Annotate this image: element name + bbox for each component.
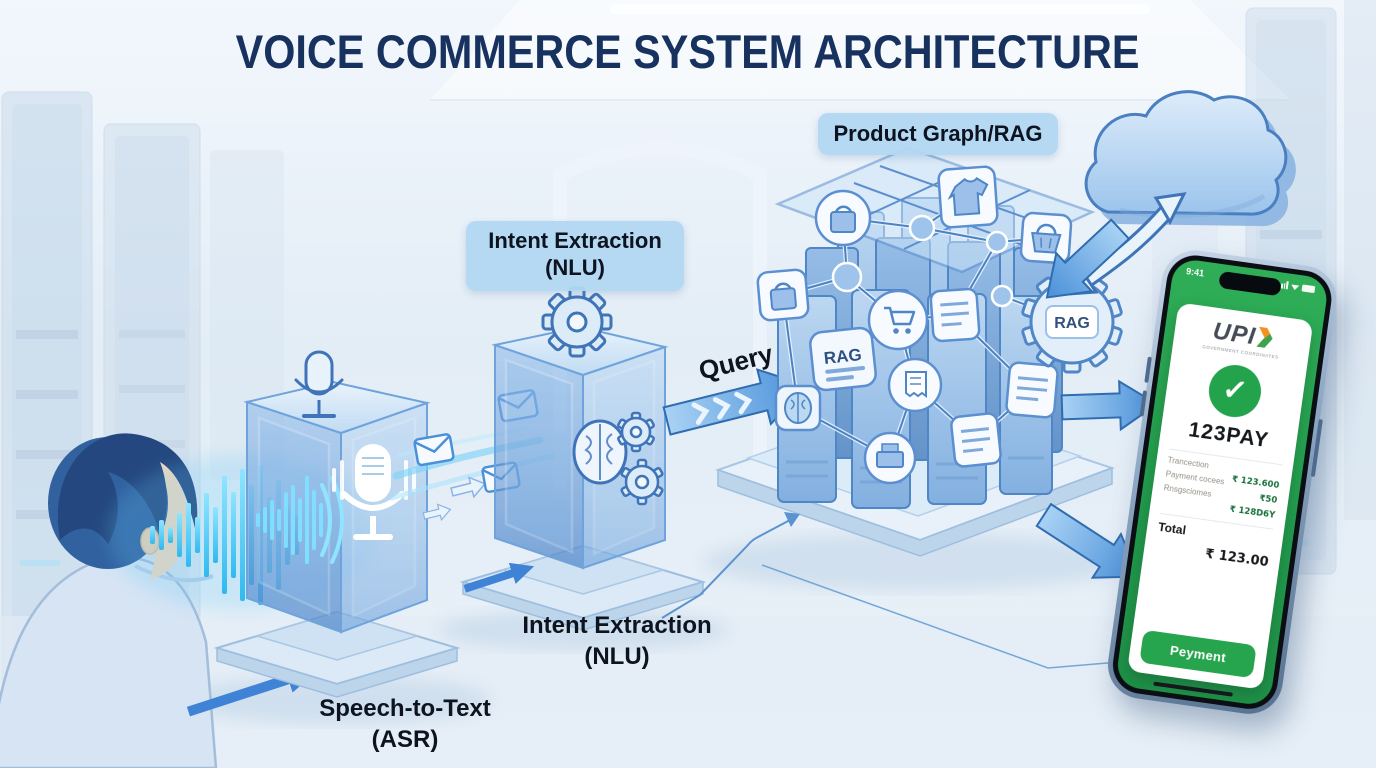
success-check-badge: ✓ xyxy=(1205,361,1265,421)
arrow-cloud-to-graph xyxy=(1045,218,1131,299)
intent-extraction-label: Intent Extraction (NLU) xyxy=(522,612,712,671)
speech-to-text-label: Speech-to-Text (ASR) xyxy=(319,695,491,754)
product-graph-badge: Product Graph/RAG xyxy=(818,113,1058,155)
intent-extraction-badge-line2: (NLU) xyxy=(545,254,605,280)
app-name: 123PAY xyxy=(1187,418,1271,453)
svg-text:RAG: RAG xyxy=(823,345,863,368)
document-icon xyxy=(929,287,981,343)
txn-row-value: ₹ 128D6Y xyxy=(1228,504,1276,521)
wifi-icon xyxy=(1291,284,1300,291)
document-icon xyxy=(1005,361,1059,419)
txn-row-value: ₹ 123.600 xyxy=(1231,474,1280,492)
rag-tag: RAG xyxy=(809,326,877,392)
arrow-graph-to-phone xyxy=(1060,379,1159,432)
shopping-bag-icon xyxy=(814,189,872,247)
rag-gear: RAG xyxy=(1021,270,1123,374)
payment-button[interactable]: Peyment xyxy=(1139,629,1257,679)
txn-row-label: Rnsgsciomes xyxy=(1163,483,1213,499)
shirt-icon xyxy=(937,165,999,229)
graph-shadow xyxy=(703,534,1133,590)
cart-icon xyxy=(867,289,929,351)
cloud-icon xyxy=(1084,90,1296,227)
status-time: 9:41 xyxy=(1185,266,1205,279)
brain-icon xyxy=(774,384,822,432)
receipt-icon xyxy=(887,357,943,413)
microphone-front-icon xyxy=(332,444,416,540)
arrow-to-nlu xyxy=(463,562,535,593)
total-block: Total ₹ 123.00 xyxy=(1154,512,1274,571)
intent-extraction-badge-line1: Intent Extraction xyxy=(488,228,662,253)
shopping-bag-icon xyxy=(756,268,810,322)
basket-icon xyxy=(1019,211,1073,265)
envelope-icon xyxy=(413,433,455,467)
svg-text:RAG: RAG xyxy=(1054,315,1090,332)
query-arrow xyxy=(662,368,810,436)
document-icon xyxy=(950,412,1002,468)
waveform-inside-asr xyxy=(256,476,323,564)
txn-row-value: ₹50 xyxy=(1258,493,1278,506)
battery-icon xyxy=(1301,284,1316,293)
check-icon: ✓ xyxy=(1220,372,1250,409)
product-graph: RAG xyxy=(714,146,1123,557)
page-title: VOICE COMMERCE SYSTEM ARCHITECTURE xyxy=(236,25,1140,78)
upi-payment-card: UPI GOVERNMENT COORDINATES ✓ 123PAY Tran… xyxy=(1126,302,1314,690)
arrow-graph-to-payment xyxy=(1035,502,1141,579)
asr-box xyxy=(213,350,461,698)
printer-icon xyxy=(863,431,917,485)
microphone-icon xyxy=(294,350,344,418)
brain-gear-icon xyxy=(572,411,664,506)
gear-icon xyxy=(541,286,613,358)
intent-extraction-badge: Intent Extraction (NLU) xyxy=(466,221,684,291)
upi-arrow-icon xyxy=(1256,327,1274,349)
graph-nodes xyxy=(831,214,1014,308)
transaction-rows: Trancection Payment cocees Rnsgsciomes ₹… xyxy=(1161,448,1283,521)
nlu-box xyxy=(459,286,707,631)
